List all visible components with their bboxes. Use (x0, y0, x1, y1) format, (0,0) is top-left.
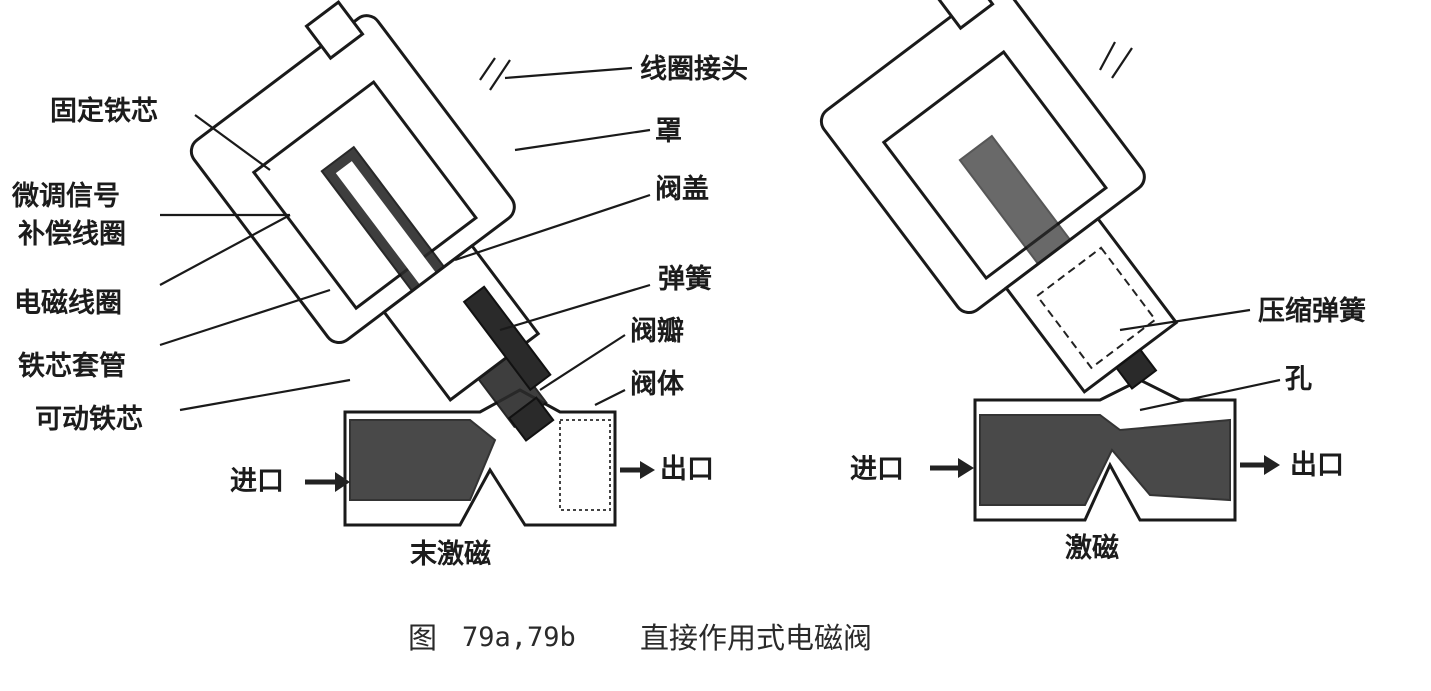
valve-b-drawing (819, 0, 1237, 522)
valve-a-inlet-passage (349, 419, 497, 501)
label-orifice: 孔 (1285, 364, 1312, 395)
valve-a-drawing (189, 0, 617, 527)
label-spring: 弹簧 (658, 263, 712, 295)
caption-prefix: 图 (408, 621, 437, 655)
label-fine-tune-1: 微调信号 (11, 181, 120, 212)
valve-b-wires (1099, 41, 1133, 79)
label-fine-tune-2: 补偿线圈 (18, 219, 126, 250)
valve-a-leaders (159, 66, 655, 492)
label-plunger: 可动铁芯 (35, 404, 143, 435)
caption-title: 直接作用式电磁阀 (640, 621, 872, 655)
label-inlet-a: 进口 (230, 466, 284, 497)
valve-a-connector (304, 0, 365, 61)
valve-b-disc (1114, 348, 1158, 390)
state-label-b: 激磁 (1065, 532, 1119, 564)
valve-a-spring (462, 285, 552, 392)
valve-a-bonnet (382, 243, 541, 402)
label-core-tube: 铁芯套管 (18, 351, 126, 382)
valve-a-outlet-thread (559, 419, 611, 511)
valve-b-connector (934, 0, 995, 31)
label-valve-body: 阀体 (630, 369, 685, 400)
valve-b-flow-passage (979, 414, 1231, 506)
caption-number: 79a,79b (462, 622, 576, 653)
label-outlet-a: 出口 (660, 454, 714, 485)
label-solenoid-coil: 电磁线圈 (14, 288, 122, 319)
label-cover: 罩 (655, 116, 682, 147)
label-coil-connector: 线圈接头 (640, 54, 748, 85)
label-valve-disc: 阀瓣 (630, 316, 684, 347)
label-bonnet: 阀盖 (655, 174, 709, 205)
valve-b-leaders (930, 308, 1281, 478)
label-compression-spring: 压缩弹簧 (1258, 295, 1366, 327)
state-label-a: 末激磁 (410, 538, 491, 570)
label-fixed-core: 固定铁芯 (50, 95, 158, 127)
label-inlet-b: 进口 (850, 454, 904, 485)
valve-a-wires (479, 57, 511, 91)
valve-a-disc (507, 396, 555, 442)
label-outlet-b: 出口 (1290, 450, 1344, 481)
valve-b-compression-spring (1035, 246, 1157, 370)
